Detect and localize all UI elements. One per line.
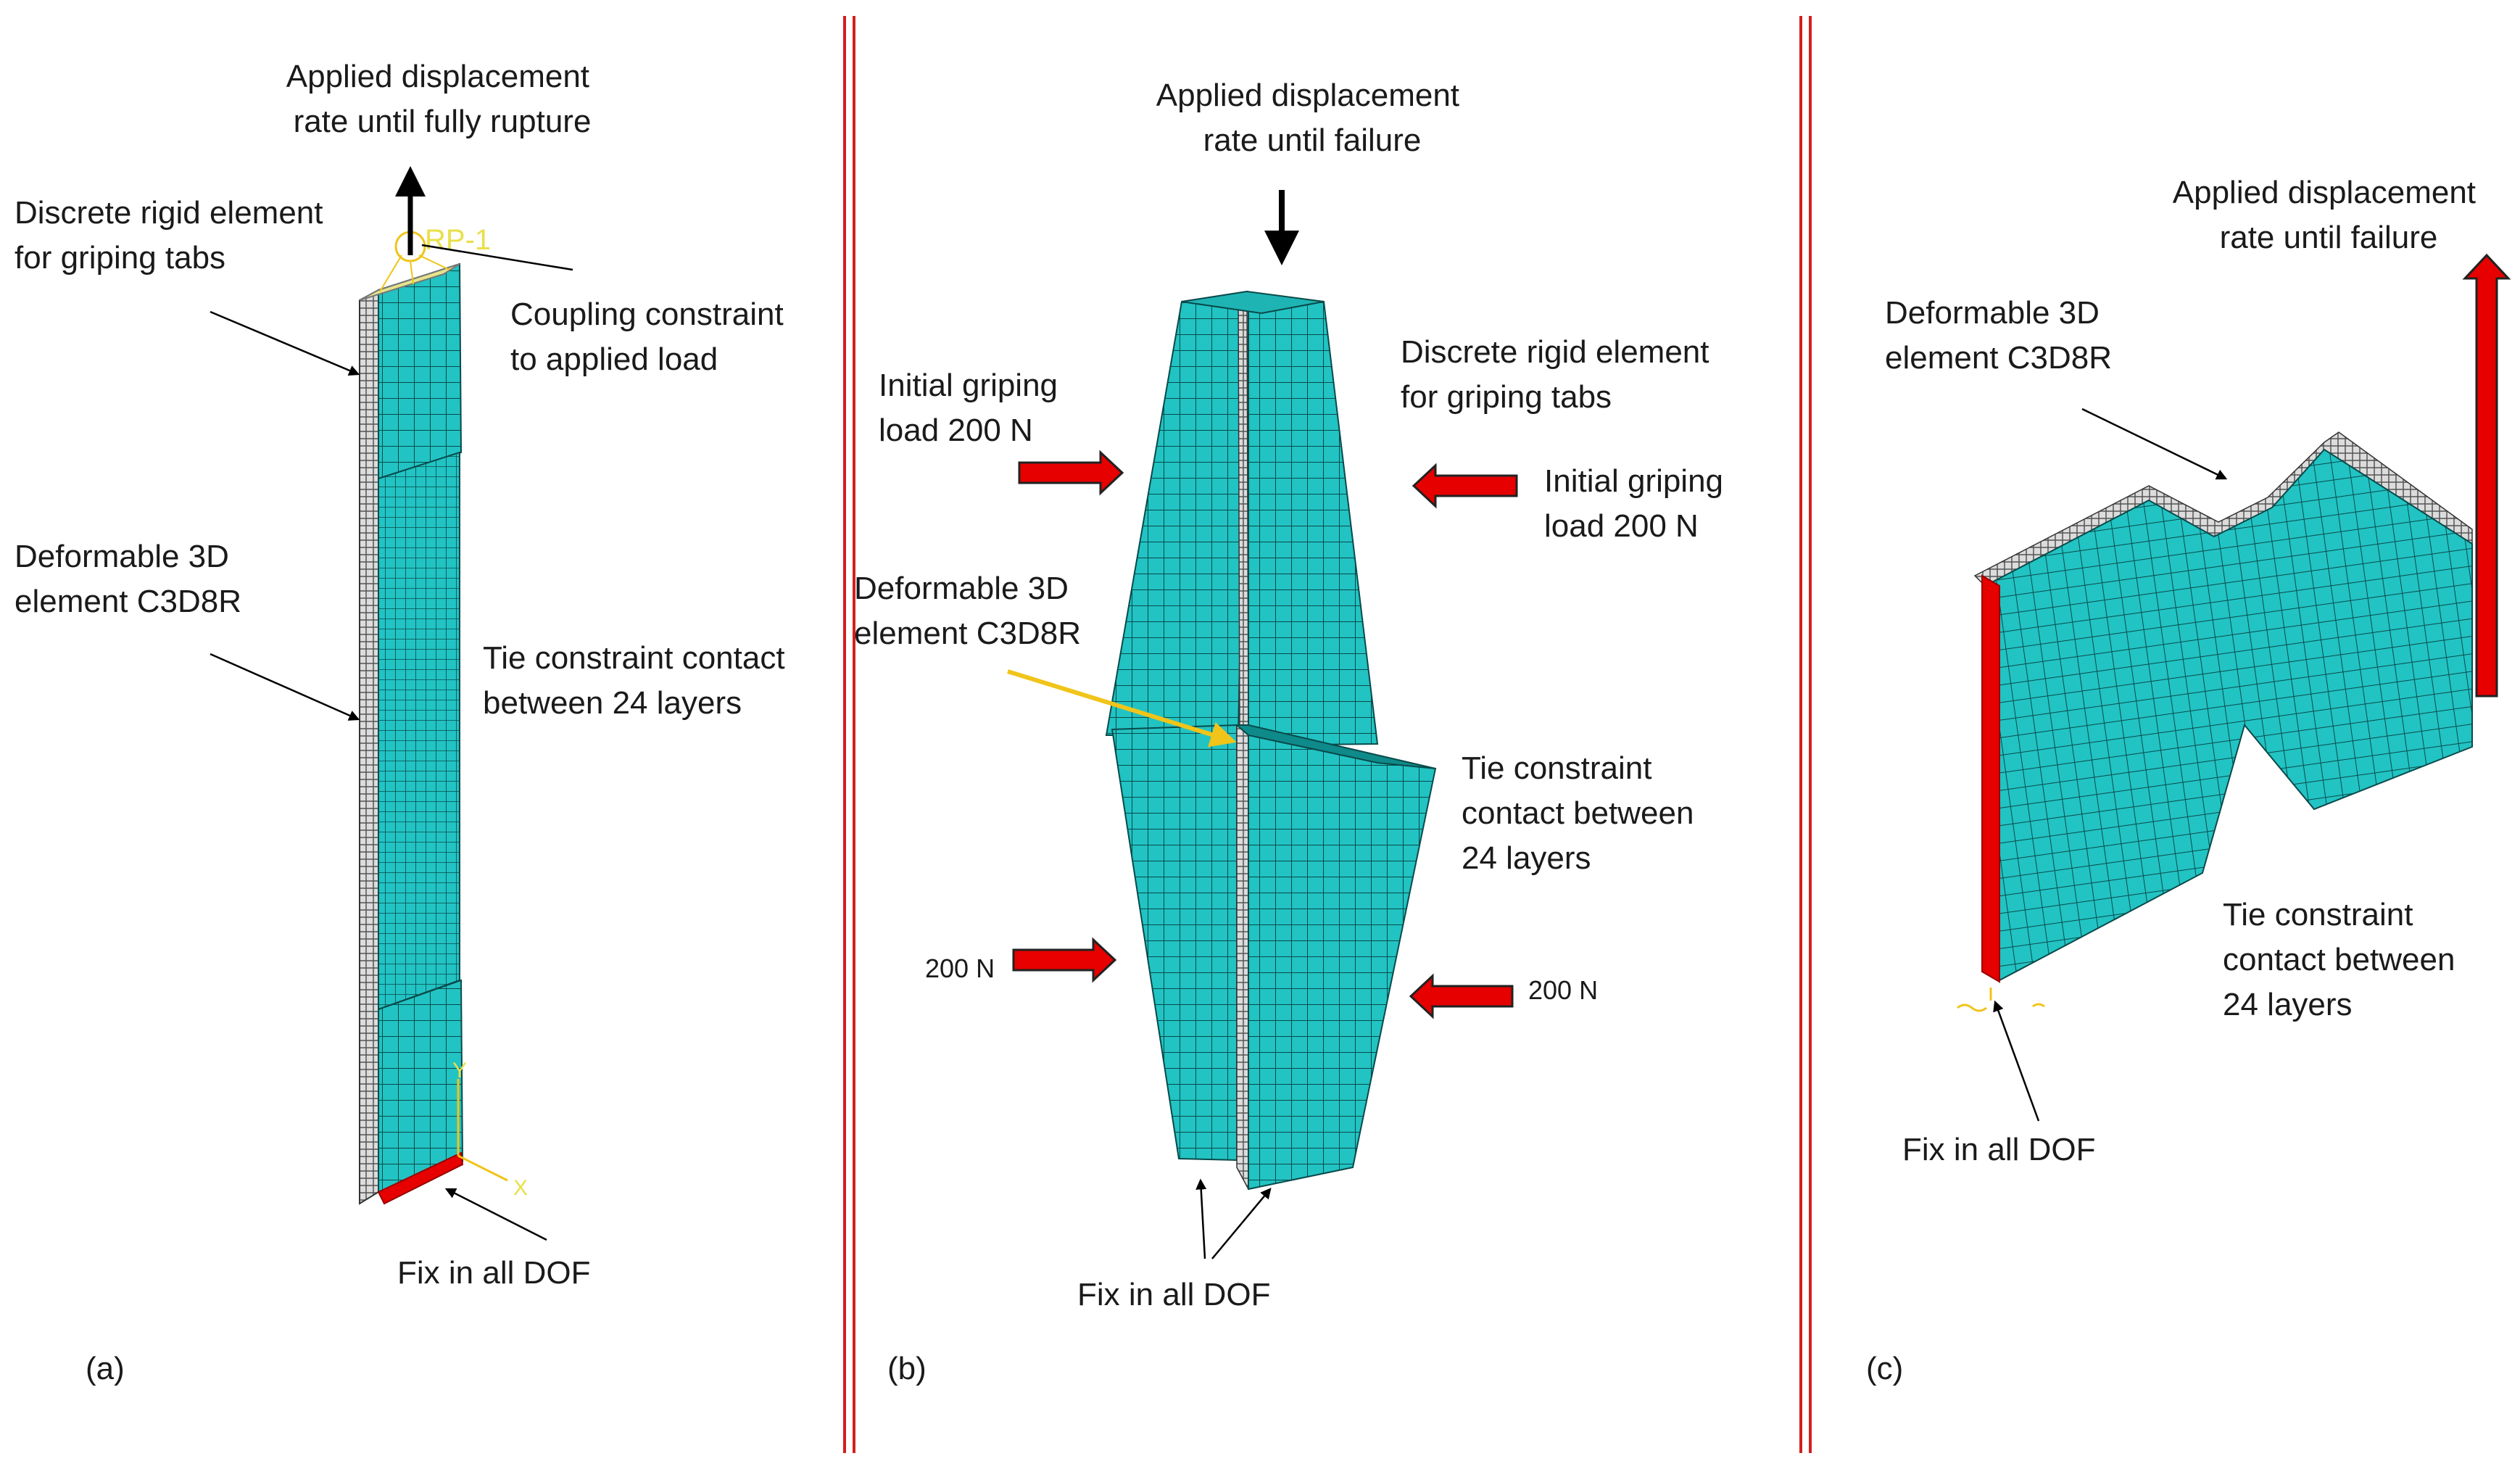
- fix-label-a: Fix in all DOF: [397, 1255, 590, 1291]
- axis-triad-a: Y X: [452, 1059, 528, 1200]
- grip-left-label-b: Initial griping load 200 N: [879, 368, 1066, 448]
- displacement-label-b: Applied displacement rate until failure: [1156, 78, 1469, 158]
- panel-divider-right: [1799, 16, 1812, 1453]
- specimen-b: [1105, 290, 1437, 1191]
- load-right-label-b: 200 N: [1528, 975, 1598, 1005]
- axis-triad-c: [1957, 988, 2045, 1012]
- displacement-arrow-c: [2462, 253, 2511, 698]
- tie-label-c: Tie constraint contact between 24 layers: [2223, 897, 2464, 1022]
- fixed-end-a: [377, 1151, 464, 1205]
- displacement-label-a: Applied displacement rate until fully ru…: [286, 59, 599, 139]
- grip-arrow-lower-right: [1409, 973, 1514, 1019]
- deformable-label-c: Deformable 3D element C3D8R: [1885, 295, 2112, 376]
- panel-label-a: (a): [86, 1351, 125, 1386]
- rigid-label-b: Discrete rigid element for griping tabs: [1401, 334, 1718, 415]
- tie-label-a: Tie constraint contact between 24 layers: [483, 640, 794, 721]
- panel-c: Applied displacement rate until failure …: [1866, 175, 2511, 1386]
- fix-label-c: Fix in all DOF: [1902, 1132, 2095, 1167]
- fixed-edge-c: [1981, 574, 2000, 983]
- grip-arrow-upper-right: [1412, 463, 1518, 509]
- coupling-label-a: Coupling constraint to applied load: [510, 297, 792, 377]
- panel-divider-left: [843, 16, 855, 1453]
- panel-a: RP-1 Applied displacement rate until ful…: [14, 59, 794, 1386]
- grip-arrow-upper-left: [1018, 450, 1124, 496]
- grip-arrow-lower-left: [1012, 937, 1117, 983]
- grip-right-label-b: Initial griping load 200 N: [1544, 463, 1732, 544]
- deformable-label-b: Deformable 3D element C3D8R: [854, 571, 1081, 651]
- panel-label-b: (b): [887, 1351, 927, 1386]
- specimen-a: [359, 262, 464, 1205]
- tie-label-b: Tie constraint contact between 24 layers: [1462, 750, 1703, 876]
- displacement-label-c: Applied displacement rate until failure: [2173, 175, 2485, 255]
- svg-text:Y: Y: [452, 1059, 467, 1083]
- specimen-c: [1973, 431, 2473, 983]
- rigid-label-a: Discrete rigid element for griping tabs: [14, 195, 332, 276]
- fix-label-b: Fix in all DOF: [1077, 1277, 1270, 1312]
- panel-label-c: (c): [1866, 1351, 1903, 1386]
- deformable-label-a: Deformable 3D element C3D8R: [14, 539, 241, 619]
- load-left-label-b: 200 N: [925, 953, 995, 983]
- panel-b: Applied displacement rate until failure …: [854, 78, 1732, 1386]
- svg-text:X: X: [513, 1176, 528, 1200]
